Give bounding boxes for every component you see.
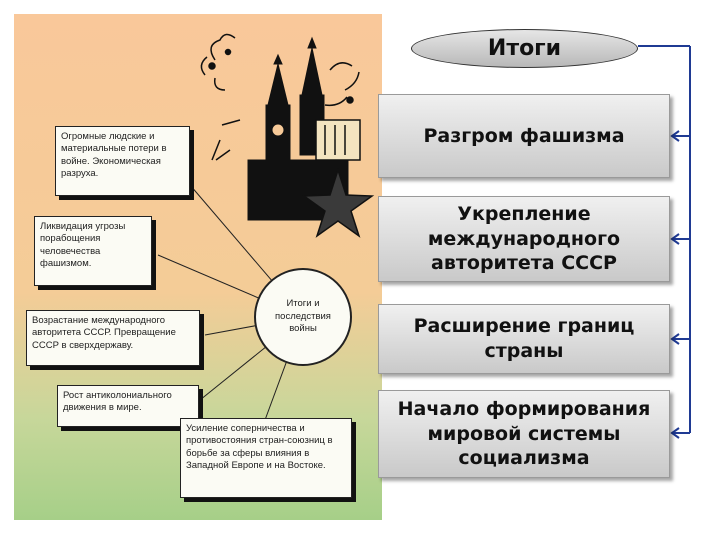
poster-note-losses: Огромные людские и материальные потери в… (55, 126, 190, 196)
poster-note-anticolonial: Рост антиколониального движения в мире. (57, 385, 199, 427)
result-box-borders: Расширение границ страны (378, 304, 670, 374)
result-box-socialist-system: Начало формирования мировой системы соци… (378, 390, 670, 478)
poster-note-threat: Ликвидация угрозы порабощения человечест… (34, 216, 152, 286)
result-label: Начало формирования мировой системы соци… (397, 397, 651, 470)
poster-center-circle: Итоги и последствия войны (254, 268, 352, 366)
result-label: Укрепление международного авторитета ССС… (427, 202, 621, 275)
results-connector (638, 45, 691, 439)
poster-note-authority: Возрастание международного авторитета СС… (26, 310, 200, 366)
result-box-fascism-defeat: Разгром фашизма (378, 94, 670, 178)
result-box-authority: Укрепление международного авторитета ССС… (378, 196, 670, 282)
title-pill: Итоги (411, 29, 638, 68)
fireworks-icon (200, 33, 360, 161)
result-label: Разгром фашизма (423, 124, 625, 147)
poster-center-label: Итоги и последствия войны (275, 298, 331, 335)
result-label: Расширение границ страны (413, 315, 635, 362)
title-label: Итоги (487, 36, 562, 61)
hero-star-medal-icon (301, 119, 375, 238)
poster-note-rivalry: Усиление соперничества и противостояния … (180, 418, 352, 498)
kremlin-towers-icon (247, 36, 349, 221)
